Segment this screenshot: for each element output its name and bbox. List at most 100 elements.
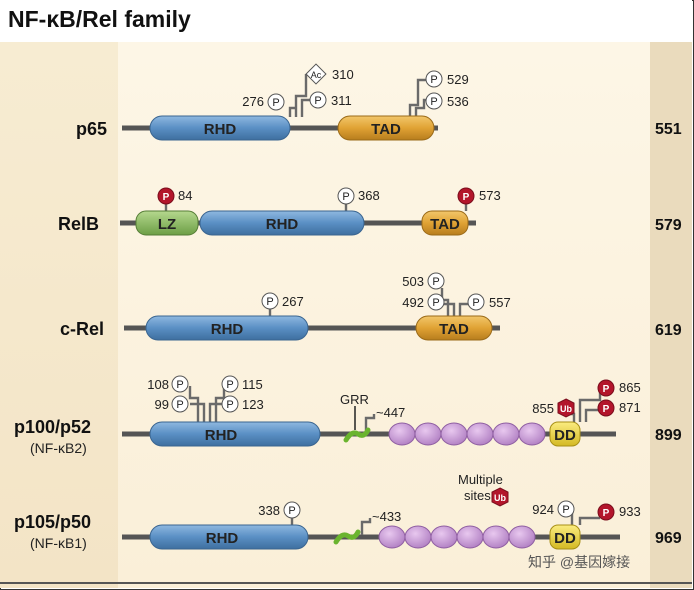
svg-text:P: P: [163, 192, 170, 203]
domain-tad-crel: [415, 315, 493, 341]
ankyrin-repeat: [492, 422, 520, 446]
site-label: 311: [331, 93, 352, 108]
domain-tad-p65: [337, 115, 435, 141]
length-p100: 899: [655, 427, 682, 444]
phospho-icon: [597, 399, 615, 417]
phospho-icon: [597, 379, 615, 397]
ankyrin-repeats: [378, 525, 536, 549]
domain-label-tad-crel: TAD: [439, 321, 469, 338]
phospho-icon: [261, 292, 279, 310]
phospho-icon: [221, 375, 239, 393]
svg-text:P: P: [342, 191, 349, 203]
domain-label-dd-p105: DD: [554, 530, 576, 547]
site-label: 536: [447, 94, 469, 109]
svg-text:P: P: [288, 505, 295, 517]
site-label: 573: [479, 188, 501, 203]
svg-text:P: P: [266, 296, 273, 308]
domain-label-rhd-crel: RHD: [211, 321, 244, 338]
svg-text:P: P: [226, 379, 233, 391]
connector-p65-tad: [408, 78, 426, 117]
multiple-sites-label-1: Multiple: [458, 472, 503, 487]
ankyrin-repeat: [466, 422, 494, 446]
connector-crel-tad: [440, 288, 470, 316]
site-label: 123: [242, 397, 264, 412]
domain-tad-relb: [421, 210, 469, 236]
title-bar: NF-κB/Rel family: [0, 0, 692, 43]
domain-label-rhd-p100: RHD: [205, 427, 238, 444]
svg-text:P: P: [603, 508, 610, 519]
bottom-divider: [0, 582, 692, 584]
site-label: 503: [402, 274, 424, 289]
protein-alias-p105: (NF-κB1): [30, 535, 87, 551]
svg-text:P: P: [432, 276, 439, 288]
row-p100: p100/p52 (NF-κB2) 899 RHD GRR DD P 108 P…: [14, 375, 682, 456]
watermark: 知乎 @基因嫁接: [528, 554, 631, 570]
site-label: 115: [242, 377, 263, 392]
svg-text:P: P: [176, 399, 183, 411]
phospho-icon: [427, 272, 445, 290]
svg-text:P: P: [562, 504, 569, 516]
site-label: 492: [402, 295, 424, 310]
phospho-icon: [557, 500, 575, 518]
grr-label: GRR: [340, 392, 369, 407]
domain-label-tad-relb: TAD: [430, 216, 460, 233]
protein-name-relb: RelB: [58, 214, 99, 234]
site-label: 368: [358, 188, 380, 203]
protein-alias-p100: (NF-κB2): [30, 440, 87, 456]
phospho-icon: [457, 187, 475, 205]
domain-label-rhd-relb: RHD: [266, 216, 299, 233]
svg-text:P: P: [603, 384, 610, 395]
domain-rhd-relb: [199, 210, 365, 236]
site-label: 310: [332, 67, 354, 82]
site-label: 865: [619, 380, 641, 395]
connector-p65-rhd: [288, 74, 310, 117]
protein-name-p65: p65: [76, 119, 107, 139]
ankyrin-repeat: [456, 525, 484, 549]
protein-name-p105: p105/p50: [14, 512, 91, 532]
ubiquitin-icon: [557, 398, 575, 418]
domain-rhd-p105: [149, 524, 309, 550]
domain-label-lz-relb: LZ: [158, 216, 176, 233]
phospho-icon: [425, 92, 443, 110]
site-label: 871: [619, 400, 641, 415]
ubiquitin-icon: [491, 487, 509, 507]
length-column: [650, 42, 692, 588]
row-crel: c-Rel 619 RHD TAD P 267 P 503 P 492 P 55…: [60, 272, 682, 341]
phospho-icon: [171, 395, 189, 413]
svg-text:P: P: [432, 297, 439, 309]
figure-title: NF-κB/Rel family: [8, 6, 191, 32]
domain-label-rhd-p65: RHD: [204, 121, 237, 138]
ankyrin-repeat: [404, 525, 432, 549]
svg-text:P: P: [314, 95, 321, 107]
site-label: 338: [258, 503, 280, 518]
svg-text:P: P: [226, 399, 233, 411]
site-label: 84: [178, 188, 192, 203]
phospho-icon: [467, 293, 485, 311]
domain-rhd-p65: [149, 115, 291, 141]
protein-name-crel: c-Rel: [60, 319, 104, 339]
phospho-icon: [171, 375, 189, 393]
site-label: 855: [532, 401, 554, 416]
svg-text:Ub: Ub: [560, 404, 572, 414]
length-p65: 551: [655, 121, 682, 138]
svg-text:P: P: [430, 96, 437, 108]
row-p105: p105/p50 (NF-κB1) 969 RHD DD P 338 ~433 …: [14, 472, 682, 551]
phospho-icon: [427, 293, 445, 311]
phospho-icon: [425, 70, 443, 88]
domain-label-rhd-p105: RHD: [206, 530, 239, 547]
svg-text:P: P: [176, 379, 183, 391]
domain-label-tad-p65: TAD: [371, 121, 401, 138]
multiple-sites-label-2: sites: [464, 488, 491, 503]
svg-text:Ub: Ub: [494, 493, 506, 503]
ankyrin-repeat: [482, 525, 510, 549]
domain-rhd-p100: [149, 421, 321, 447]
length-relb: 579: [655, 217, 682, 234]
ankyrin-repeats: [388, 422, 546, 446]
length-crel: 619: [655, 322, 682, 339]
svg-text:P: P: [463, 192, 470, 203]
ankyrin-repeat: [508, 525, 536, 549]
site-label: 529: [447, 72, 469, 87]
site-label: 267: [282, 294, 304, 309]
row-relb: RelB 579 LZ RHD TAD P 84 P 368 P 573: [58, 187, 682, 236]
